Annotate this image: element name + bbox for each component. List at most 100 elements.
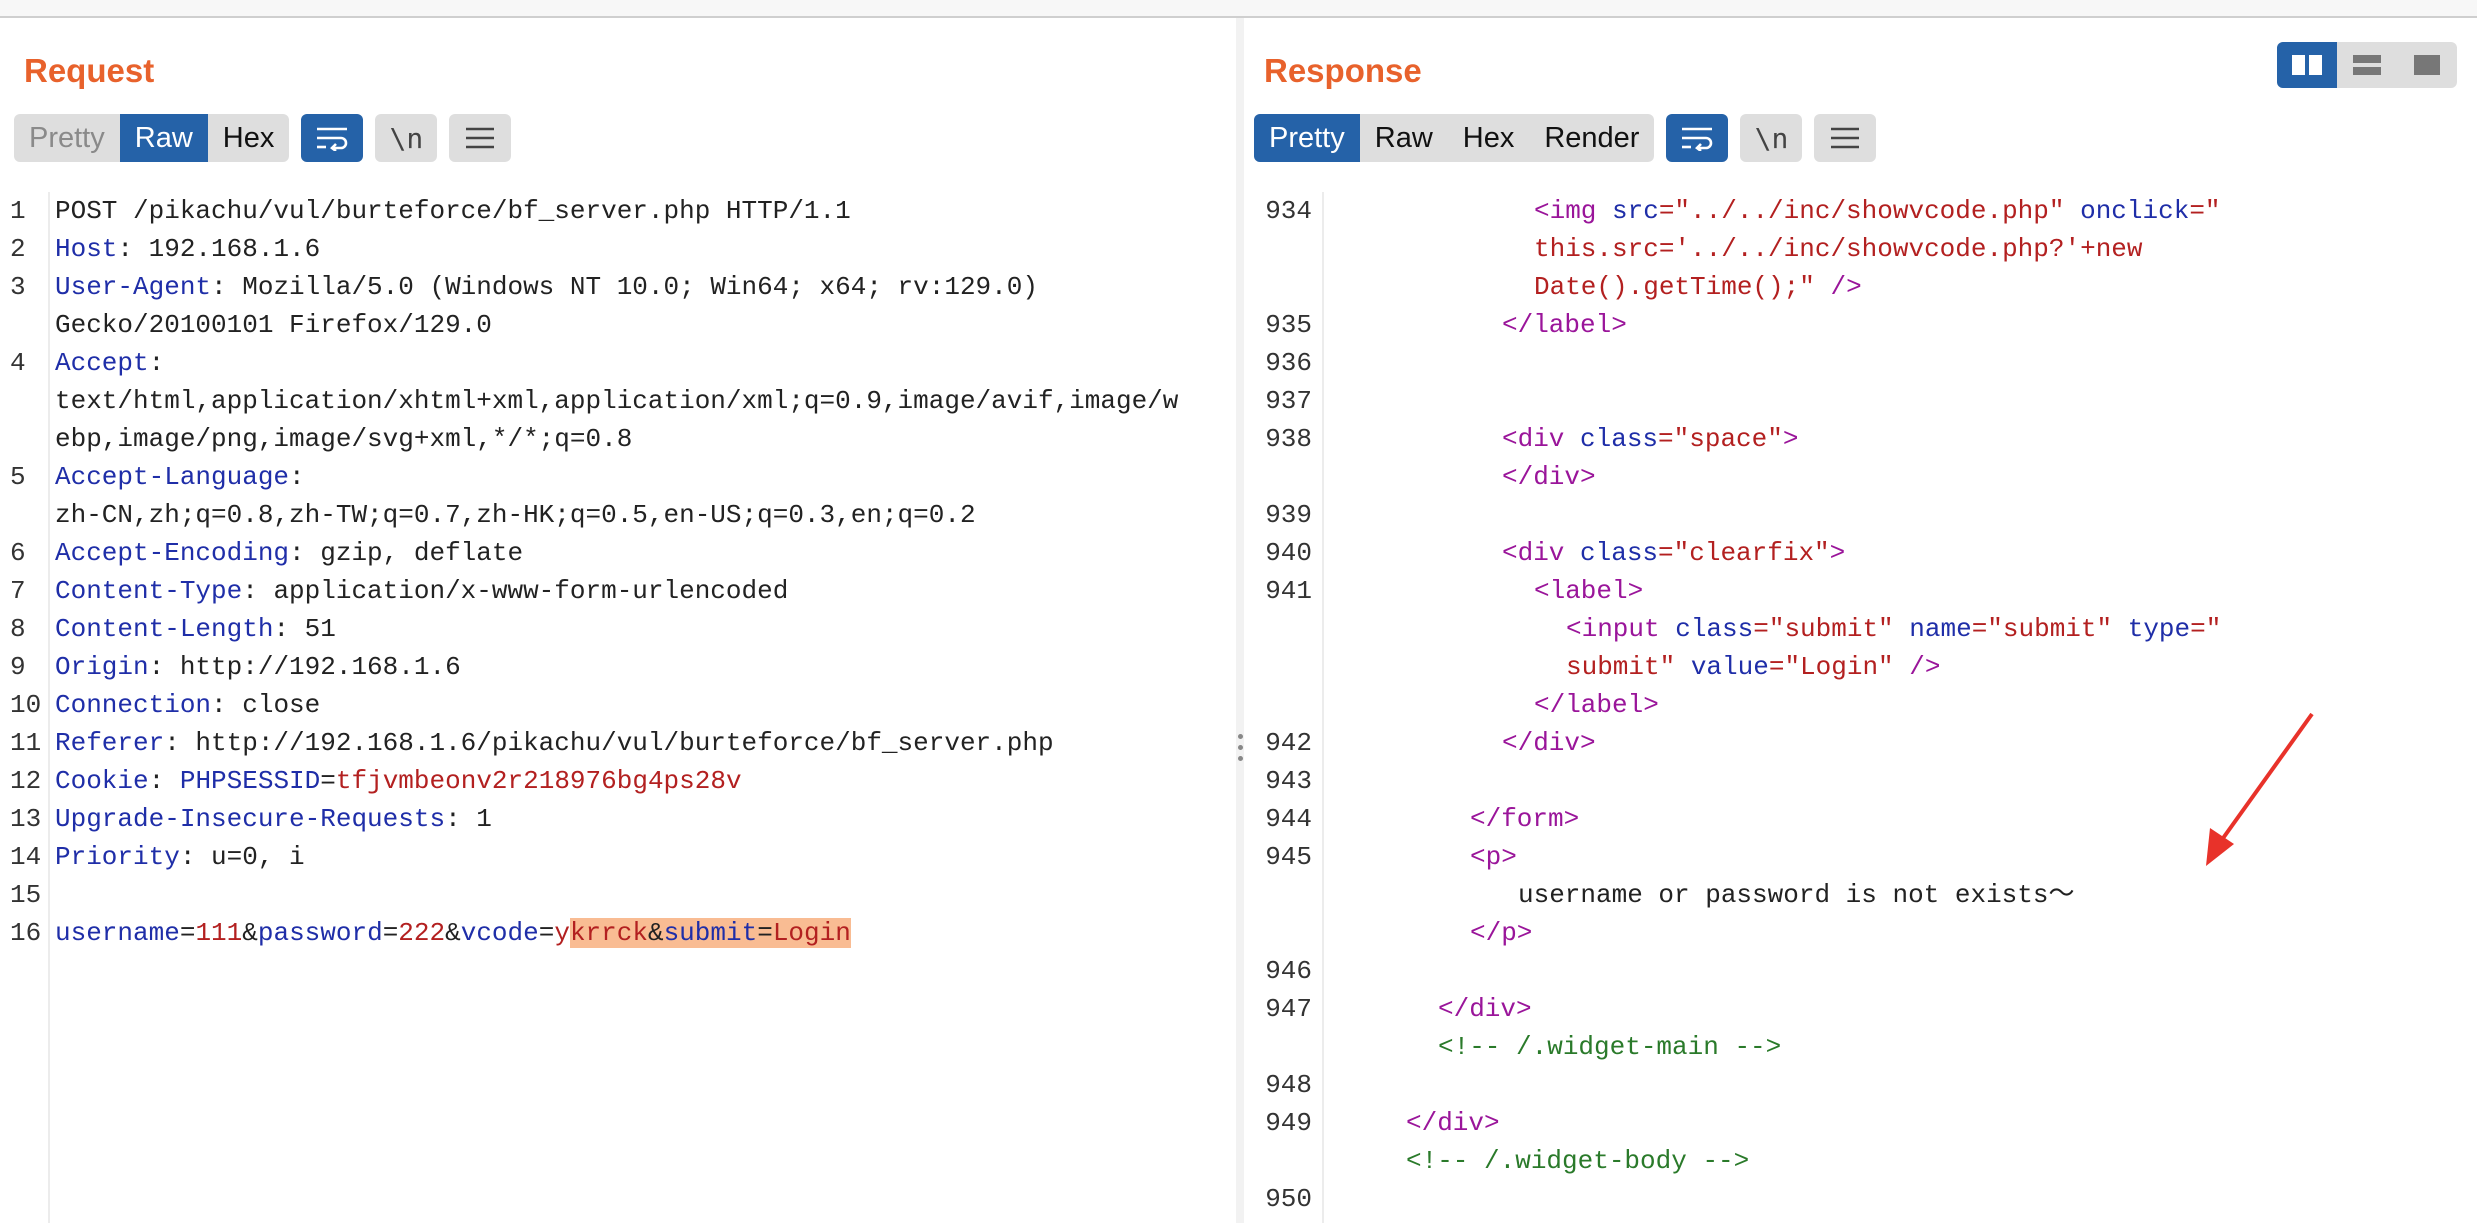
code-token: name bbox=[1893, 614, 1972, 644]
split-horizontal-layout-icon bbox=[2292, 55, 2322, 75]
response-tab-pretty[interactable]: Pretty bbox=[1254, 114, 1360, 162]
response-tab-render[interactable]: Render bbox=[1544, 122, 1640, 154]
request-code-line: 1 POST /pikachu/vul/burteforce/bf_server.… bbox=[0, 192, 1236, 230]
code-token: =" bbox=[2189, 196, 2221, 226]
line-content: Content-Type: application/x-www-form-url… bbox=[55, 572, 788, 610]
line-number: 1 bbox=[10, 196, 26, 226]
request-code-line: 15 bbox=[0, 876, 1236, 914]
request-editor[interactable]: 1 POST /pikachu/vul/burteforce/bf_server.… bbox=[0, 192, 1236, 1223]
splitter-handle-icon[interactable] bbox=[1234, 734, 1246, 774]
response-title: Response bbox=[1264, 52, 1422, 89]
response-code-line: <!-- /.widget-body --> bbox=[1244, 1142, 2477, 1180]
response-code-line: 941<label> bbox=[1244, 572, 2477, 610]
response-code-line: 950 bbox=[1244, 1180, 2477, 1218]
request-tab-pretty[interactable]: Pretty bbox=[29, 122, 105, 154]
response-code-line: 945<p> bbox=[1244, 838, 2477, 876]
request-view-tabs: Pretty Raw Hex bbox=[14, 114, 290, 162]
layout-split-vertical[interactable] bbox=[2337, 42, 2397, 88]
code-token: > bbox=[1829, 538, 1846, 568]
code-token: src bbox=[1612, 196, 1659, 226]
request-wrap-button[interactable] bbox=[301, 114, 364, 162]
code-token: </div> bbox=[1438, 994, 1532, 1024]
response-code-line: 936 bbox=[1244, 344, 2477, 382]
layout-split-horizontal[interactable] bbox=[2277, 42, 2337, 88]
line-content: Upgrade-Insecure-Requests: 1 bbox=[55, 800, 492, 838]
line-number: 940 bbox=[1265, 538, 1312, 568]
line-number: 944 bbox=[1265, 804, 1312, 834]
code-token: Accept-Language bbox=[55, 462, 290, 492]
code-token: submit" bbox=[1566, 652, 1676, 682]
layout-single-pane[interactable] bbox=[2397, 42, 2457, 88]
request-tab-hex[interactable]: Hex bbox=[222, 122, 275, 154]
response-code-line: 937 bbox=[1244, 382, 2477, 420]
code-token: </div> bbox=[1502, 728, 1596, 758]
line-content: <div class="space"> bbox=[1502, 420, 1798, 458]
line-content: text/html,application/xhtml+xml,applicat… bbox=[55, 382, 1178, 420]
line-number: 2 bbox=[10, 234, 26, 264]
code-token: = bbox=[757, 918, 773, 948]
request-menu-button[interactable] bbox=[449, 114, 512, 162]
code-token: Upgrade-Insecure-Requests bbox=[55, 804, 446, 834]
response-code-line: 934<img src="../../inc/showvcode.php" on… bbox=[1244, 192, 2477, 230]
response-code-line: 943 bbox=[1244, 762, 2477, 800]
code-token: POST /pikachu/vul/burteforce/bf_server.p… bbox=[55, 196, 851, 226]
line-number: 12 bbox=[10, 766, 42, 796]
line-content: Accept: bbox=[55, 344, 164, 382]
line-content: Date().getTime();" /> bbox=[1534, 268, 1862, 306]
response-newline-button[interactable]: \n bbox=[1740, 114, 1803, 162]
code-token: </p> bbox=[1470, 918, 1533, 948]
line-number: 15 bbox=[10, 880, 42, 910]
code-token: </label> bbox=[1534, 690, 1659, 720]
code-token: : 192.168.1.6 bbox=[117, 234, 321, 264]
code-token: ="../../inc/showvcode.php" bbox=[1658, 196, 2065, 226]
code-token: PHPSESSID bbox=[179, 766, 321, 796]
line-number: 936 bbox=[1265, 348, 1312, 378]
code-token: : u=0, i bbox=[179, 842, 305, 872]
request-gutter-border bbox=[48, 192, 50, 1223]
code-token: User-Agent bbox=[55, 272, 212, 302]
request-code-line: ebp,image/png,image/svg+xml,*/*;q=0.8 bbox=[0, 420, 1236, 458]
line-content: Accept-Encoding: gzip, deflate bbox=[55, 534, 523, 572]
pane-splitter[interactable] bbox=[1236, 18, 1244, 1223]
request-newline-button[interactable]: \n bbox=[375, 114, 438, 162]
line-content: Content-Length: 51 bbox=[55, 610, 336, 648]
code-token: = bbox=[179, 918, 196, 948]
response-code-line: this.src='../../inc/showvcode.php?'+new bbox=[1244, 230, 2477, 268]
line-content: Gecko/20100101 Firefox/129.0 bbox=[55, 306, 492, 344]
code-token: class bbox=[1580, 538, 1659, 568]
line-number: 9 bbox=[10, 652, 26, 682]
split-vertical-layout-icon bbox=[2353, 55, 2381, 75]
response-code-line: submit" value="Login" /> bbox=[1244, 648, 2477, 686]
annotation-arrow-icon bbox=[2206, 712, 2314, 866]
response-code-line: 947</div> bbox=[1244, 990, 2477, 1028]
code-token: ="space" bbox=[1658, 424, 1783, 454]
code-token: <p> bbox=[1470, 842, 1517, 872]
response-code-line: <input class="submit" name="submit" type… bbox=[1244, 610, 2477, 648]
response-menu-button[interactable] bbox=[1814, 114, 1877, 162]
code-token: /> bbox=[1814, 272, 1862, 302]
code-token: this.src='../../inc/showvcode.php?'+new bbox=[1534, 234, 2143, 264]
response-code-line: 939 bbox=[1244, 496, 2477, 534]
code-token: ="submit" bbox=[1971, 614, 2113, 644]
response-code-line: 949</div> bbox=[1244, 1104, 2477, 1142]
response-editor[interactable]: 934<img src="../../inc/showvcode.php" on… bbox=[1244, 192, 2477, 1223]
line-content: </form> bbox=[1470, 800, 1579, 838]
line-number: 942 bbox=[1265, 728, 1312, 758]
code-token: <div bbox=[1502, 538, 1581, 568]
code-token: > bbox=[1782, 424, 1799, 454]
code-token: password bbox=[257, 918, 383, 948]
line-number: 14 bbox=[10, 842, 42, 872]
request-tab-raw[interactable]: Raw bbox=[119, 114, 208, 162]
code-token: Accept bbox=[55, 348, 149, 378]
response-tab-hex[interactable]: Hex bbox=[1462, 122, 1515, 154]
response-wrap-button[interactable] bbox=[1666, 114, 1729, 162]
response-gutter-border bbox=[1322, 192, 1324, 1223]
line-number: 939 bbox=[1265, 500, 1312, 530]
code-token: </div> bbox=[1406, 1108, 1500, 1138]
line-content: </label> bbox=[1534, 686, 1659, 724]
code-token: = bbox=[382, 918, 399, 948]
response-code-line: <!-- /.widget-main --> bbox=[1244, 1028, 2477, 1066]
response-tab-raw[interactable]: Raw bbox=[1374, 122, 1433, 154]
line-number: 7 bbox=[10, 576, 26, 606]
